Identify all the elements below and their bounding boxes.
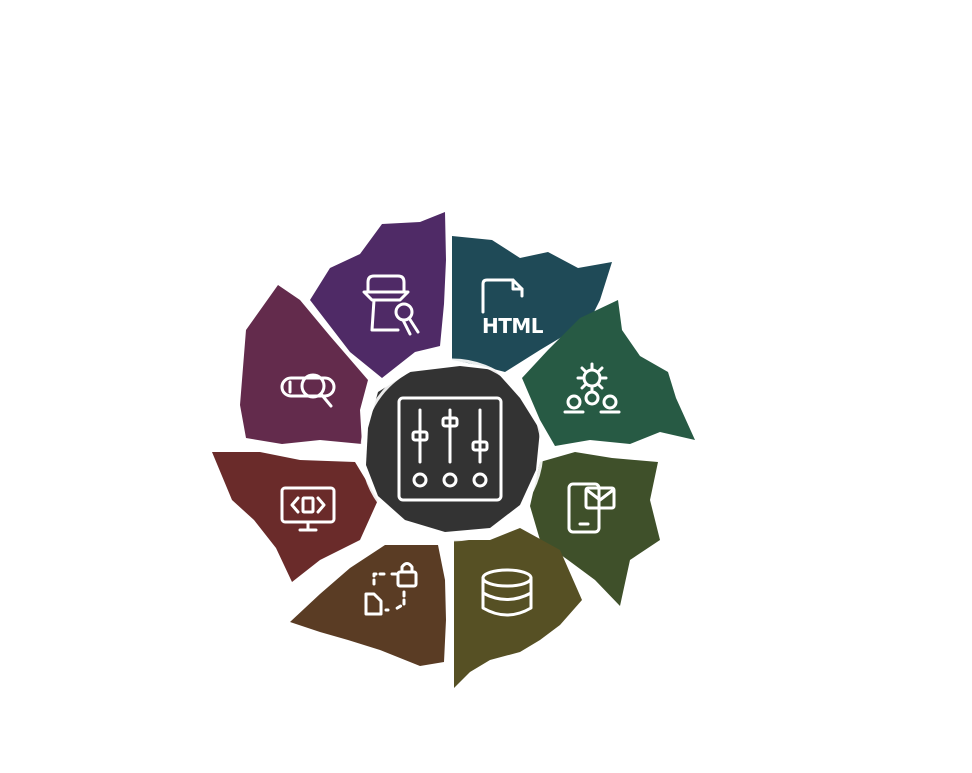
segment-secure-transfer-shape bbox=[290, 545, 446, 666]
segment-web-code-shape bbox=[212, 452, 378, 582]
segment-mobile-mail-shape bbox=[530, 452, 660, 606]
html-icon-label: HTML bbox=[482, 314, 544, 338]
segment-html: HTML bbox=[452, 236, 612, 372]
segment-mobile-mail bbox=[530, 452, 660, 606]
gear-network-icon bbox=[563, 362, 621, 414]
mobile-mail-icon bbox=[567, 482, 616, 534]
segment-user-research-shape bbox=[310, 212, 446, 378]
segment-database bbox=[454, 528, 582, 688]
segment-html-shape bbox=[452, 236, 612, 372]
persona-search-icon bbox=[362, 274, 420, 336]
center-hub-shape bbox=[366, 366, 540, 532]
segment-search-toggle-shape bbox=[240, 285, 368, 444]
segment-secure-transfer bbox=[290, 545, 446, 666]
segment-search-toggle bbox=[240, 285, 368, 444]
equalizer-sliders-icon bbox=[397, 396, 503, 502]
segment-database-shape bbox=[454, 528, 582, 688]
database-icon bbox=[481, 568, 533, 617]
segment-user-research bbox=[310, 212, 446, 378]
search-toggle-icon bbox=[280, 373, 336, 408]
html-file-icon: HTML bbox=[481, 278, 544, 338]
center-hub bbox=[360, 358, 544, 542]
segment-web-code bbox=[212, 452, 378, 582]
monitor-code-icon bbox=[280, 486, 336, 532]
secure-file-transfer-icon bbox=[364, 562, 418, 616]
segment-network bbox=[522, 300, 695, 446]
segment-network-shape bbox=[522, 300, 695, 446]
